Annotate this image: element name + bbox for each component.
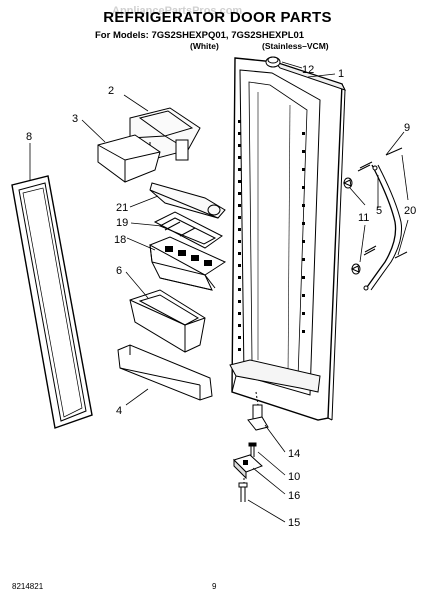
- callout-3: 3: [72, 113, 78, 125]
- door-handle-assembly: [363, 164, 402, 291]
- callout-10: 10: [288, 471, 300, 483]
- screw: [248, 442, 257, 457]
- hinge-bushing: [247, 391, 269, 431]
- page-title: REFRIGERATOR DOOR PARTS: [103, 9, 332, 26]
- shelf-trim: [149, 182, 226, 219]
- callout-8: 8: [26, 131, 32, 143]
- door-gasket: [11, 175, 93, 429]
- callout-20: 20: [404, 205, 416, 217]
- callout-19: 19: [116, 217, 128, 229]
- callout-2: 2: [108, 85, 114, 97]
- handle-end-cap-lower: [350, 263, 361, 275]
- callout-11: 11: [358, 212, 369, 224]
- callout-21: 21: [116, 202, 128, 214]
- document-number: 8214821: [12, 582, 44, 591]
- callout-5: 5: [376, 205, 382, 217]
- page-number: 9: [212, 582, 217, 591]
- dairy-door: [97, 134, 161, 183]
- callout-18: 18: [114, 234, 126, 246]
- callout-1: 1: [338, 68, 344, 80]
- top-plug: [265, 56, 281, 68]
- shelf-rail-dots: [238, 120, 305, 351]
- callout-15: 15: [288, 517, 300, 529]
- lower-door-bin: [117, 344, 213, 401]
- compartment-bin: [149, 236, 227, 291]
- handle-end-cap-upper: [342, 177, 353, 189]
- callout-9: 9: [404, 122, 410, 134]
- door-panel: [229, 57, 346, 421]
- callout-4: 4: [116, 405, 122, 417]
- variant-white-label: (White): [190, 41, 219, 51]
- callout-14: 14: [288, 448, 300, 460]
- callout-labels: 1 2 3 4 5 6 8 9 10 11 12 14 15 16 18 19 …: [26, 64, 416, 529]
- models-line: For Models: 7GS2SHEXPQ01, 7GS2SHEXPL01: [95, 30, 305, 41]
- hinge-screw: [238, 478, 248, 502]
- hinge-bracket: [233, 454, 263, 480]
- leader-lines: [29, 61, 409, 523]
- handle-screws: [357, 147, 408, 259]
- callout-6: 6: [116, 265, 122, 277]
- callout-12: 12: [302, 64, 314, 76]
- callout-16: 16: [288, 490, 300, 502]
- door-bin: [129, 289, 206, 353]
- watermark: AppliancePartsPros.com: [112, 5, 243, 17]
- bin-divider: [153, 211, 223, 249]
- variant-stainless-label: (Stainless–VCM): [262, 41, 329, 51]
